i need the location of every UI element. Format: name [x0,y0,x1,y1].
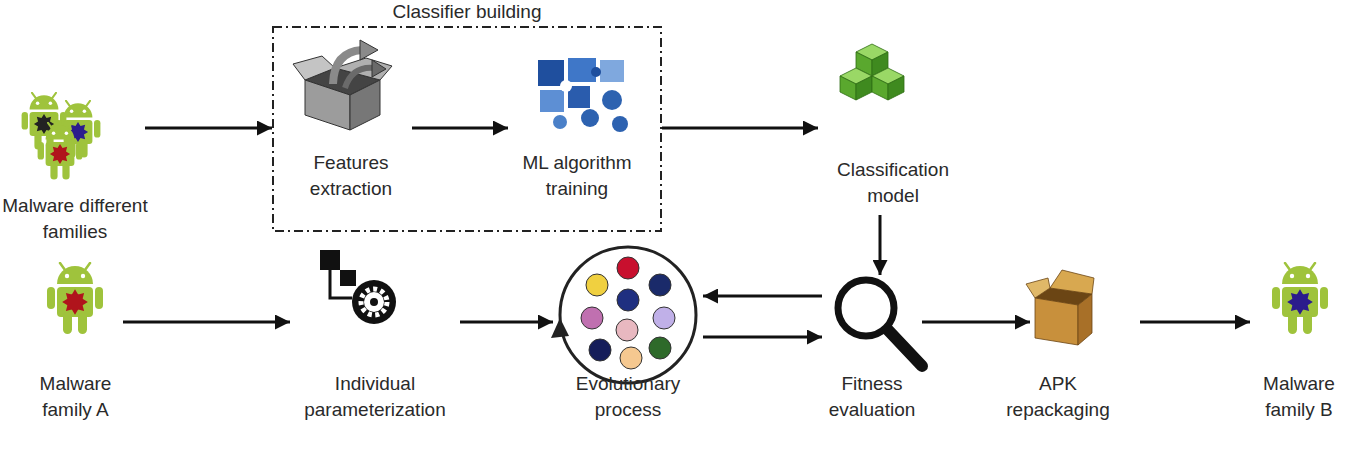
flow-arrow [1140,321,1250,324]
node-label: Malware family B [1250,371,1348,423]
flow-arrow [460,321,553,324]
open-box-icon [293,40,392,130]
flow-arrow [879,215,882,275]
parameter-tree-icon [320,250,396,324]
magnifier-icon [838,280,922,366]
flow-arrow [662,127,818,130]
package-icon [1026,270,1094,345]
icon-node: Features extraction [290,54,412,226]
icon-node: Malware family A [28,245,123,430]
node-label: Malware family A [26,371,126,423]
flow-arrow [412,127,508,130]
icon-node: Classification model [818,40,968,215]
android-icon [47,263,103,334]
node-label: Features extraction [286,150,416,202]
icon-node: Malware family B [1250,245,1348,430]
node-label: Individual parameterization [288,371,463,423]
icon-node: Fitness evaluation [822,275,922,430]
group-title: Classifier building [272,0,662,25]
icon-node: Evolutionary process [553,245,703,430]
population-cycle-icon [551,247,696,383]
flow-arrow [123,321,290,324]
node-label: Evolutionary process [553,371,703,423]
group-box: Classifier buildingFeatures extractionML… [272,26,662,232]
node-label: Classification model [818,157,968,209]
node-label: Malware different families [0,193,163,245]
node-label: Fitness evaluation [812,371,932,423]
flow-arrow [703,295,822,298]
android-cluster-icon [22,93,101,180]
icon-node: Individual parameterization [290,245,460,430]
flow-arrow [703,336,822,339]
flow-arrow [922,321,1030,324]
cubes-icon [840,44,904,100]
node-label: APK repackaging [993,371,1123,423]
icon-node: Malware different families [5,85,145,250]
android-icon [1272,263,1328,334]
node-label: ML algorithm training [502,150,652,202]
icon-node: APK repackaging [1030,245,1140,430]
flow-arrow [145,127,272,130]
dashed-outline [272,26,662,232]
puzzle-icon [538,58,628,132]
dashed-border [273,27,661,231]
icon-node: ML algorithm training [508,54,646,226]
